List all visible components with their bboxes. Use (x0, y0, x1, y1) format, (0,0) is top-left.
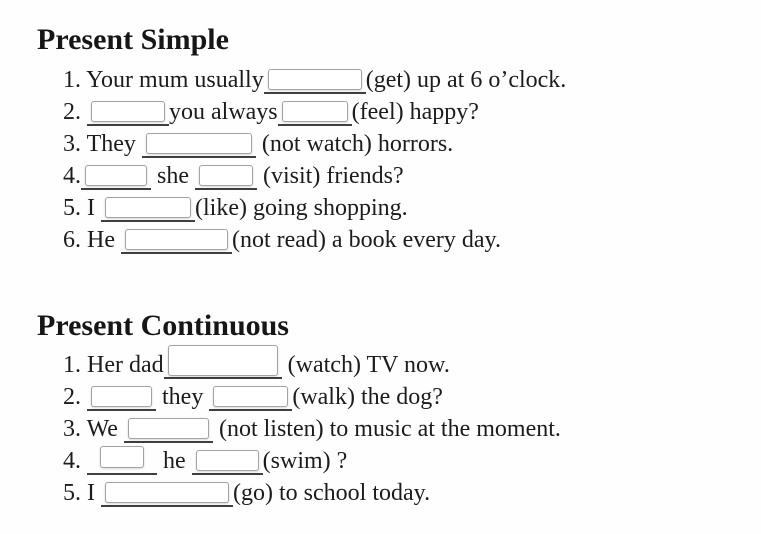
blank-underline (209, 383, 293, 411)
present-continuous-list: 1. Her dad (watch) TV now. 2. they (walk… (63, 345, 561, 509)
item-text: (not listen) to music at the moment. (218, 416, 561, 442)
blank-underline (195, 162, 257, 190)
blank-underline (263, 66, 366, 94)
answer-input[interactable] (199, 165, 253, 186)
blank-underline (141, 130, 256, 158)
item-text: I (87, 480, 95, 506)
answer-input[interactable] (124, 229, 228, 250)
answer-input[interactable] (195, 450, 259, 471)
exercise-item: 5. I (go) to school today. (63, 477, 561, 509)
item-text: he (163, 448, 186, 474)
item-number: 2. (63, 384, 81, 410)
exercise-item: 6. He (not read) a book every day. (63, 224, 566, 256)
section-title-present-continuous: Present Continuous (37, 309, 289, 342)
answer-input[interactable] (105, 197, 191, 218)
item-text: Your mum usually (86, 67, 264, 93)
item-text: (visit) friends? (263, 163, 404, 189)
blank-underline (101, 194, 195, 222)
item-text: (not watch) horrors. (261, 131, 454, 157)
section-title-present-simple: Present Simple (37, 23, 229, 56)
item-text: (watch) TV now. (287, 352, 450, 378)
blank-underline (163, 345, 282, 379)
answer-input[interactable] (85, 165, 147, 186)
exercise-item: 4. he (swim) ? (63, 445, 561, 477)
item-text: (get) up at 6 o’clock. (365, 67, 567, 93)
exercise-item: 2. you always (feel) happy? (63, 96, 566, 128)
answer-input[interactable] (91, 386, 152, 407)
item-text: (swim) ? (262, 448, 348, 474)
item-text: she (157, 163, 189, 189)
item-text: (feel) happy? (351, 99, 479, 125)
item-text: (not read) a book every day. (231, 227, 501, 253)
item-number: 1. (63, 352, 81, 378)
answer-input[interactable] (213, 386, 289, 407)
exercise-item: 1. Her dad (watch) TV now. (63, 345, 561, 381)
item-number: 3. (63, 416, 81, 442)
answer-input[interactable] (167, 345, 278, 376)
blank-underline (101, 479, 233, 507)
answer-input[interactable] (281, 101, 348, 122)
item-text: They (86, 131, 136, 157)
item-text: He (87, 227, 115, 253)
answer-input[interactable] (105, 482, 229, 503)
exercise-item: 2. they (walk) the dog? (63, 381, 561, 413)
item-number: 4. (63, 448, 81, 474)
item-number: 1. (63, 67, 81, 93)
item-number: 4. (63, 163, 81, 189)
exercise-item: 3. We (not listen) to music at the momen… (63, 413, 561, 445)
item-text: I (87, 195, 95, 221)
item-text: you always (169, 99, 278, 125)
exercise-item: 1. Your mum usually (get) up at 6 o’clock… (63, 64, 566, 96)
answer-input[interactable] (267, 69, 362, 90)
item-text: Her dad (87, 352, 164, 378)
answer-input[interactable] (91, 101, 165, 122)
blank-underline (277, 98, 352, 126)
blank-underline (87, 446, 157, 475)
item-number: 2. (63, 99, 81, 125)
item-text: (walk) the dog? (292, 384, 443, 410)
blank-underline (120, 226, 232, 254)
item-text: (go) to school today. (233, 480, 431, 506)
answer-input[interactable] (127, 418, 209, 439)
item-text: We (86, 416, 118, 442)
blank-underline (87, 383, 156, 411)
blank-underline (87, 98, 169, 126)
exercise-item: 3. They (not watch) horrors. (63, 128, 566, 160)
item-number: 5. (63, 195, 81, 221)
present-simple-list: 1. Your mum usually (get) up at 6 o’clock… (63, 64, 566, 256)
item-number: 3. (63, 131, 81, 157)
item-number: 5. (63, 480, 81, 506)
item-text: (like) going shopping. (195, 195, 408, 221)
blank-underline (123, 415, 213, 443)
exercise-item: 5. I (like) going shopping. (63, 192, 566, 224)
answer-input[interactable] (100, 446, 144, 468)
exercise-item: 4. she (visit) friends? (63, 160, 566, 192)
item-number: 6. (63, 227, 81, 253)
blank-underline (191, 447, 263, 475)
blank-underline (81, 162, 151, 190)
item-text: they (162, 384, 204, 410)
answer-input[interactable] (145, 133, 252, 154)
